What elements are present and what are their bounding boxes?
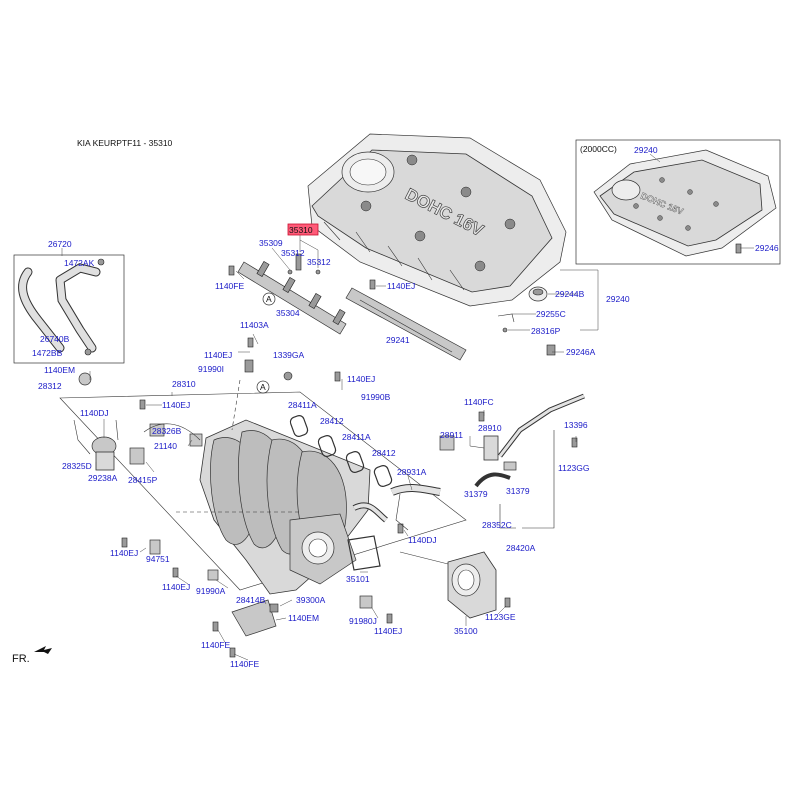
part-label-1140EJ[interactable]: 1140EJ: [347, 374, 375, 384]
inset-2000cc: (2000CC) DOHC 16V: [575, 139, 781, 265]
part-label-1140DJ[interactable]: 1140DJ: [408, 535, 437, 545]
part-label-35100[interactable]: 35100: [454, 626, 478, 636]
part-label-29238A[interactable]: 29238A: [88, 473, 118, 483]
part-label-28310[interactable]: 28310: [172, 379, 196, 389]
part-label-1140FE[interactable]: 1140FE: [230, 659, 259, 669]
part-label-35312[interactable]: 35312: [281, 248, 305, 258]
part-label-1140FC[interactable]: 1140FC: [464, 397, 494, 407]
purge-valve-29238A: [73, 419, 203, 471]
part-label-29241[interactable]: 29241: [386, 335, 410, 345]
part-label-1472AK[interactable]: 1472AK: [64, 258, 95, 268]
part-label-29246A[interactable]: 29246A: [566, 347, 596, 357]
part-label-28931A[interactable]: 28931A: [397, 467, 427, 477]
part-label-28415P[interactable]: 28415P: [128, 475, 158, 485]
highlight-box: [287, 223, 319, 236]
svg-text:A: A: [266, 294, 272, 304]
part-label-1140EJ[interactable]: 1140EJ: [110, 548, 138, 558]
part-label-94751[interactable]: 94751: [146, 554, 170, 564]
part-label-13396[interactable]: 13396: [564, 420, 588, 430]
inset-label: (2000CC): [580, 144, 617, 154]
part-label-21140[interactable]: 21140: [154, 441, 177, 451]
part-label-28910[interactable]: 28910: [478, 423, 502, 433]
part-label-28352C[interactable]: 28352C: [482, 520, 512, 530]
part-label-26720[interactable]: 26720: [48, 239, 72, 249]
part-label-1140EJ[interactable]: 1140EJ: [162, 582, 190, 592]
leader-lines: [89, 247, 754, 661]
part-label-26740B[interactable]: 26740B: [40, 334, 70, 344]
part-label-28325D[interactable]: 28325D: [62, 461, 92, 471]
intake-manifold-28310: [176, 379, 371, 595]
bolts: [78, 243, 742, 658]
part-label-1140EM[interactable]: 1140EM: [288, 613, 319, 623]
part-label-28412[interactable]: 28412: [372, 448, 396, 458]
air-hose-box: [13, 248, 125, 364]
part-label-29255C[interactable]: 29255C: [536, 309, 566, 319]
part-label-28326B[interactable]: 28326B: [152, 426, 182, 436]
part-label-91980J[interactable]: 91980J: [349, 616, 377, 626]
part-label-29240[interactable]: 29240: [606, 294, 630, 304]
part-label-28411A[interactable]: 28411A: [342, 432, 371, 442]
part-label-1339GA[interactable]: 1339GA: [273, 350, 305, 360]
part-label-35309[interactable]: 35309: [259, 238, 283, 248]
part-label-28316P[interactable]: 28316P: [531, 326, 561, 336]
part-label-1123GE[interactable]: 1123GE: [485, 612, 516, 622]
pcv-hoses: [352, 393, 585, 531]
part-label-31379[interactable]: 31379: [464, 489, 488, 499]
part-label-29244B[interactable]: 29244B: [555, 289, 585, 299]
part-label-28414B[interactable]: 28414B: [236, 595, 266, 605]
svg-text:A: A: [260, 382, 266, 392]
marker-a-manifold: A: [256, 380, 270, 394]
part-labels: 35310 29240 26720 35309 35312 35312 1472…: [32, 145, 779, 669]
part-label-28412[interactable]: 28412: [320, 416, 344, 426]
part-label-35310[interactable]: 35310: [289, 225, 313, 235]
front-label: FR.: [12, 653, 30, 665]
part-label-28411A[interactable]: 28411A: [288, 400, 317, 410]
part-label-35304[interactable]: 35304: [276, 308, 300, 318]
bracket-28414B: [149, 539, 373, 637]
part-label-1140EJ[interactable]: 1140EJ: [374, 626, 402, 636]
intake-assembly-outline: [59, 391, 467, 591]
fuel-rail-35304: [237, 234, 347, 335]
front-arrow-icon: [34, 646, 52, 654]
diagram-title: KIA KEURPTF11 - 35310: [77, 138, 173, 148]
part-label-1140FE[interactable]: 1140FE: [215, 281, 244, 291]
part-label-35101[interactable]: 35101: [346, 574, 370, 584]
part-label-31379[interactable]: 31379: [506, 486, 530, 496]
part-label-39300A[interactable]: 39300A: [296, 595, 326, 605]
part-label-35312[interactable]: 35312: [307, 257, 331, 267]
part-label-91990A[interactable]: 91990A: [196, 586, 226, 596]
engine-cover-29240: DOHC 16V: [307, 133, 567, 307]
part-label-91990I[interactable]: 91990I: [198, 364, 224, 374]
heat-shield-29241: [345, 287, 467, 361]
part-label-28420A[interactable]: 28420A: [506, 543, 536, 553]
part-label-1123GG[interactable]: 1123GG: [558, 463, 590, 473]
part-label-1140DJ[interactable]: 1140DJ: [80, 408, 109, 418]
part-label-1140EM[interactable]: 1140EM: [44, 365, 75, 375]
part-label-29246[interactable]: 29246: [755, 243, 779, 253]
part-label-28911[interactable]: 28911: [440, 430, 463, 440]
front-direction-indicator: FR.: [12, 646, 52, 665]
part-label-1140EJ[interactable]: 1140EJ: [204, 350, 232, 360]
part-label-1472BB[interactable]: 1472BB: [32, 348, 63, 358]
part-label-29240-inset[interactable]: 29240: [634, 145, 658, 155]
gaskets-28411A: [289, 415, 393, 487]
part-label-1140EJ[interactable]: 1140EJ: [162, 400, 190, 410]
part-label-1140EJ[interactable]: 1140EJ: [387, 281, 415, 291]
part-label-1140FE[interactable]: 1140FE: [201, 640, 230, 650]
part-label-28312[interactable]: 28312: [38, 381, 62, 391]
part-label-11403A[interactable]: 11403A: [240, 320, 269, 330]
throttle-body-35100: [399, 551, 497, 619]
part-label-91990B[interactable]: 91990B: [361, 392, 391, 402]
marker-a-fuel-rail: A: [262, 292, 276, 306]
gasket-35101: [347, 535, 381, 571]
